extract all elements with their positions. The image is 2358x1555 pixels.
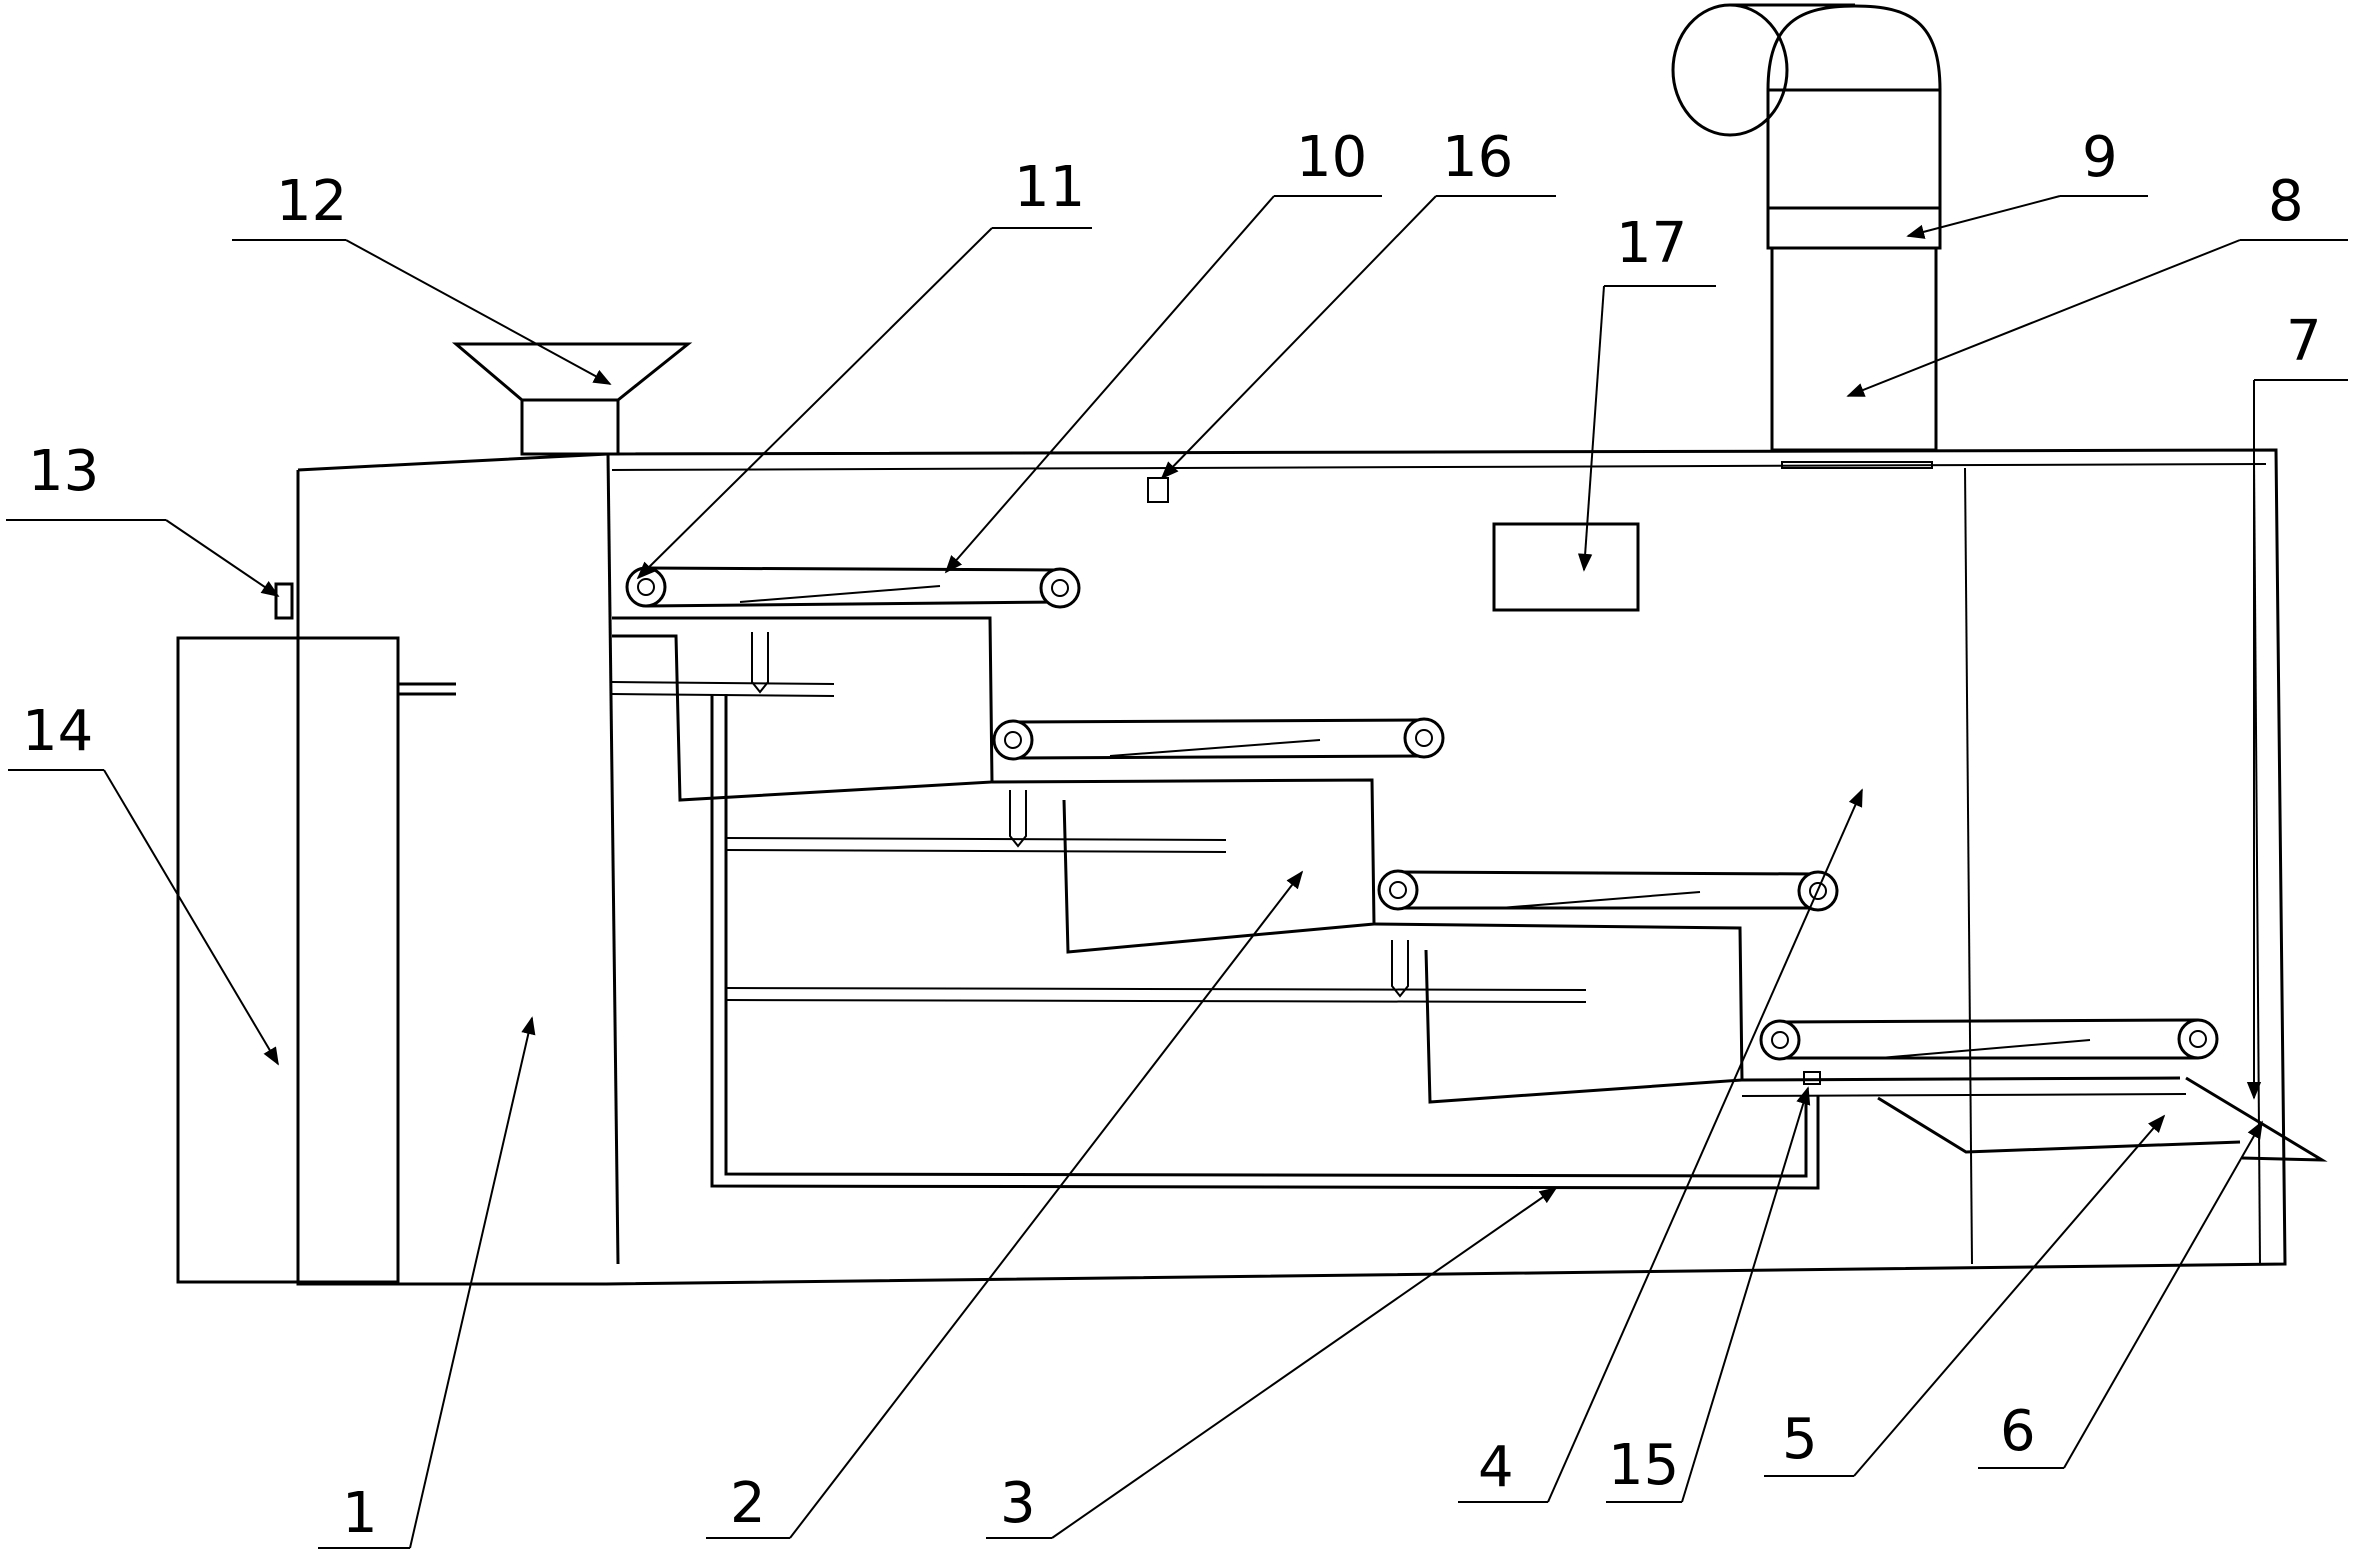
label-8: 8 [2268,169,2304,234]
label-11: 11 [1014,155,1085,220]
label-1: 1 [342,1481,378,1546]
main-housing [296,448,2287,1286]
callout-12: 12 [232,169,612,385]
callout-8: 8 [1846,169,2348,397]
label-10: 10 [1296,125,1367,190]
conveyors [625,566,2219,1061]
callout-11: 11 [636,155,1092,580]
exhaust-stack [1671,3,1942,452]
label-5: 5 [1782,1407,1818,1472]
callout-16: 16 [1160,125,1556,480]
label-16: 16 [1442,125,1513,190]
label-13: 13 [28,439,99,504]
label-17: 17 [1616,211,1687,276]
discharge-chute [1741,1076,2328,1162]
label-9: 9 [2082,125,2118,190]
sensor-13 [274,582,294,620]
label-6: 6 [2000,1399,2036,1464]
callout-5: 5 [1764,1114,2166,1477]
callout-17: 17 [1577,211,1716,572]
label-2: 2 [730,1471,766,1536]
part-labels: 1 2 3 4 5 6 7 8 9 10 11 12 13 14 15 16 1… [6,125,2348,1549]
tank-14 [176,636,400,1284]
callout-7: 7 [2246,309,2348,1100]
heating-pipe-3 [611,632,1821,1190]
label-4: 4 [1478,1435,1514,1500]
label-7: 7 [2286,309,2322,374]
callout-15: 15 [1606,1086,1811,1503]
callout-13: 13 [6,439,280,598]
callout-9: 9 [1906,125,2148,239]
callout-3: 3 [986,1186,1558,1539]
callout-10: 10 [944,125,1382,574]
callout-1: 1 [318,1016,536,1549]
left-unit [176,342,693,1284]
label-14: 14 [22,699,93,764]
label-12: 12 [276,169,347,234]
callout-14: 14 [8,699,279,1066]
label-15: 15 [1608,1433,1679,1498]
control-box-17 [1492,522,1640,612]
callout-6: 6 [1978,1120,2263,1469]
hopper-12 [451,342,693,402]
callout-2: 2 [706,870,1304,1539]
sensor-16 [1147,477,1169,503]
label-3: 3 [1000,1471,1036,1536]
trays [612,616,2181,1104]
callout-4: 4 [1458,788,1863,1503]
